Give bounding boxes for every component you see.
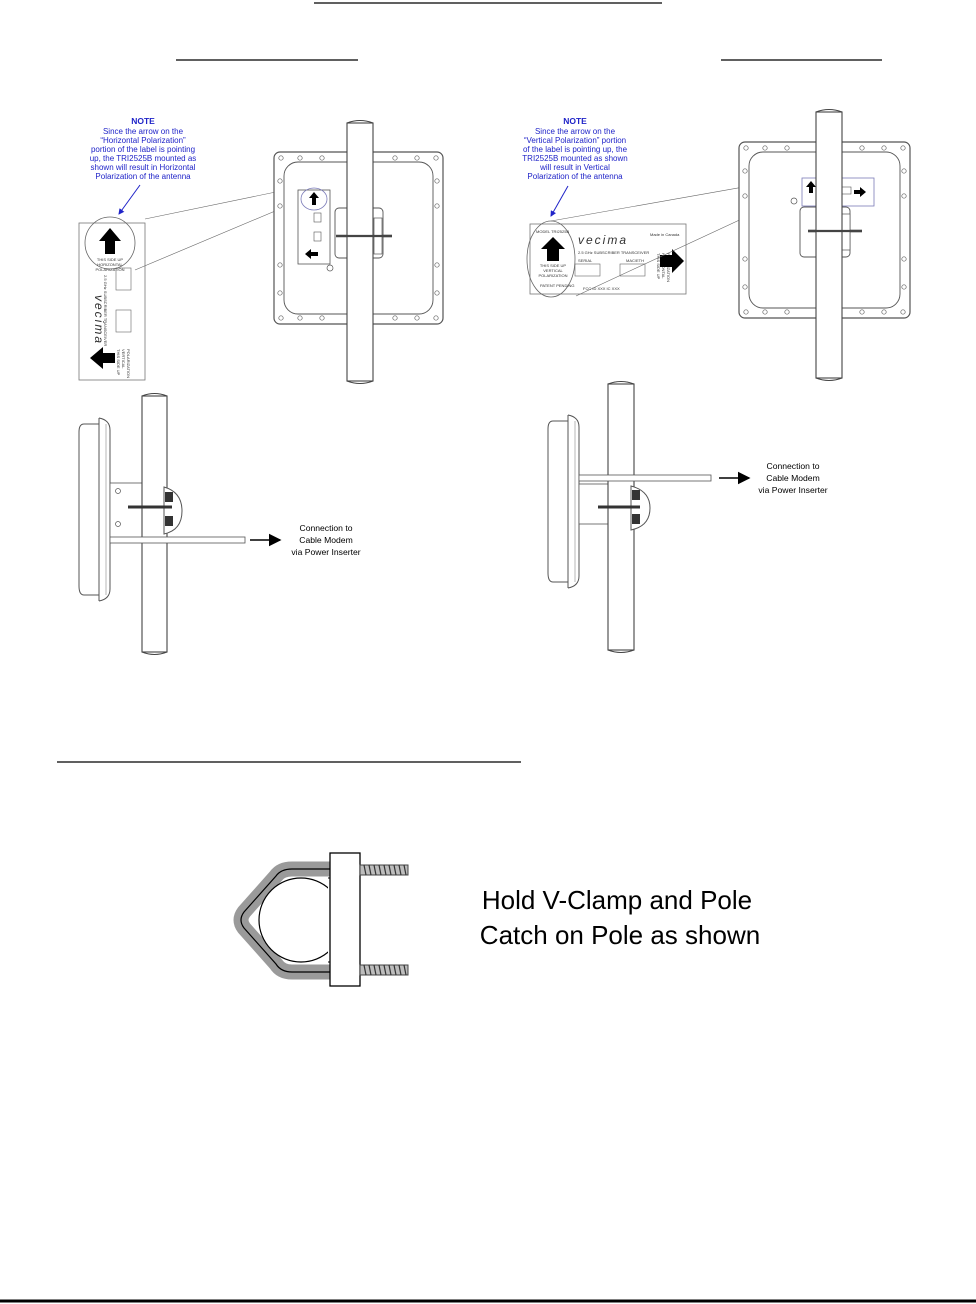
- svg-text:Since the arrow on the: Since the arrow on the: [103, 127, 184, 136]
- left-connection-line-2: Cable Modem: [299, 535, 353, 545]
- svg-text:Since the arrow on the: Since the arrow on the: [535, 127, 616, 136]
- left-cable: [109, 536, 246, 544]
- svg-text:2.5 GHz SUBSCRIBER TRANSCEIVER: 2.5 GHz SUBSCRIBER TRANSCEIVER: [103, 275, 108, 346]
- clamp-caption-line-1: Hold V-Clamp and Pole: [482, 885, 752, 915]
- svg-text:shown will result in Horizonta: shown will result in Horizontal: [91, 163, 196, 172]
- svg-text:portion of the label is pointi: portion of the label is pointing: [91, 145, 195, 154]
- svg-text:POLARIZATION: POLARIZATION: [666, 253, 671, 282]
- svg-text:PATENT PENDING: PATENT PENDING: [540, 283, 574, 288]
- svg-text:of the label is pointing up, t: of the label is pointing up, the: [523, 145, 628, 154]
- right-note: NOTE Since the arrow on the “Vertical Po…: [522, 116, 628, 217]
- left-note-pointer-arrow: [118, 184, 141, 215]
- left-label-logo: vecima: [92, 295, 106, 345]
- right-note-title: NOTE: [563, 116, 587, 126]
- clamp-bar: [329, 852, 361, 987]
- svg-text:FCC ID XXX IC XXX: FCC ID XXX IC XXX: [583, 286, 620, 291]
- right-connection-line-3: via Power Inserter: [758, 485, 827, 495]
- svg-text:Made in Canada: Made in Canada: [650, 232, 680, 237]
- svg-text:HORIZONTAL: HORIZONTAL: [97, 262, 123, 267]
- right-antenna-side-view: [547, 381, 751, 653]
- svg-text:Polarization of the antenna: Polarization of the antenna: [95, 172, 191, 181]
- right-antenna-front-view: [738, 109, 911, 381]
- right-label-logo: vecima: [578, 233, 628, 247]
- left-connection-line-3: via Power Inserter: [291, 547, 360, 557]
- svg-text:POLARIZATION: POLARIZATION: [126, 349, 131, 378]
- right-connection-line-1: Connection to: [766, 461, 819, 471]
- left-antenna-side-view: [78, 393, 282, 655]
- right-cable: [578, 474, 712, 482]
- svg-text:POLARIZATION: POLARIZATION: [538, 273, 567, 278]
- svg-text:MODEL TRI2525B: MODEL TRI2525B: [536, 229, 569, 234]
- svg-text:2.5 GHz SUBSCRIBER TRANSCEIVER: 2.5 GHz SUBSCRIBER TRANSCEIVER: [578, 250, 649, 255]
- svg-text:MAC/ETH: MAC/ETH: [626, 258, 644, 263]
- left-product-label: THIS SIDE UP HORIZONTAL POLARIZATION vec…: [78, 216, 146, 381]
- left-arrow-icon: [90, 347, 115, 369]
- svg-text:TRI2525B mounted as shown: TRI2525B mounted as shown: [522, 154, 627, 163]
- left-label-highlight-circle: [84, 216, 136, 270]
- left-note-title: NOTE: [131, 116, 155, 126]
- svg-text:VERTICAL: VERTICAL: [543, 268, 563, 273]
- v-clamp-diagram: [233, 852, 409, 987]
- right-connection-line-2: Cable Modem: [766, 473, 820, 483]
- up-arrow-icon: [541, 237, 565, 261]
- svg-text:POLARIZATION: POLARIZATION: [95, 267, 124, 272]
- svg-text:“Vertical Polarization” portio: “Vertical Polarization” portion: [524, 136, 626, 145]
- clamp-caption-line-2: Catch on Pole as shown: [480, 920, 760, 950]
- svg-text:Polarization of the antenna: Polarization of the antenna: [527, 172, 623, 181]
- right-product-label: MODEL TRI2525B Made in Canada THIS SIDE …: [526, 220, 687, 298]
- up-arrow-icon: [99, 228, 121, 254]
- svg-text:THIS SIDE UP: THIS SIDE UP: [656, 253, 661, 280]
- svg-text:up, the TRI2525B mounted as: up, the TRI2525B mounted as: [90, 154, 197, 163]
- left-connection-line-1: Connection to: [299, 523, 352, 533]
- right-arrow-icon: [660, 249, 684, 273]
- svg-text:THIS SIDE UP: THIS SIDE UP: [540, 263, 567, 268]
- svg-text:THIS SIDE UP: THIS SIDE UP: [116, 349, 121, 376]
- svg-text:will result in Vertical: will result in Vertical: [539, 163, 610, 172]
- left-antenna-front-view: [273, 120, 444, 384]
- svg-text:“Horizontal Polarization”: “Horizontal Polarization”: [100, 136, 186, 145]
- right-note-pointer-arrow: [550, 185, 569, 217]
- svg-text:VERTICAL: VERTICAL: [121, 349, 126, 369]
- left-note: NOTE Since the arrow on the “Horizontal …: [90, 116, 197, 215]
- svg-text:SERIAL: SERIAL: [578, 258, 593, 263]
- svg-text:THIS SIDE UP: THIS SIDE UP: [97, 257, 124, 262]
